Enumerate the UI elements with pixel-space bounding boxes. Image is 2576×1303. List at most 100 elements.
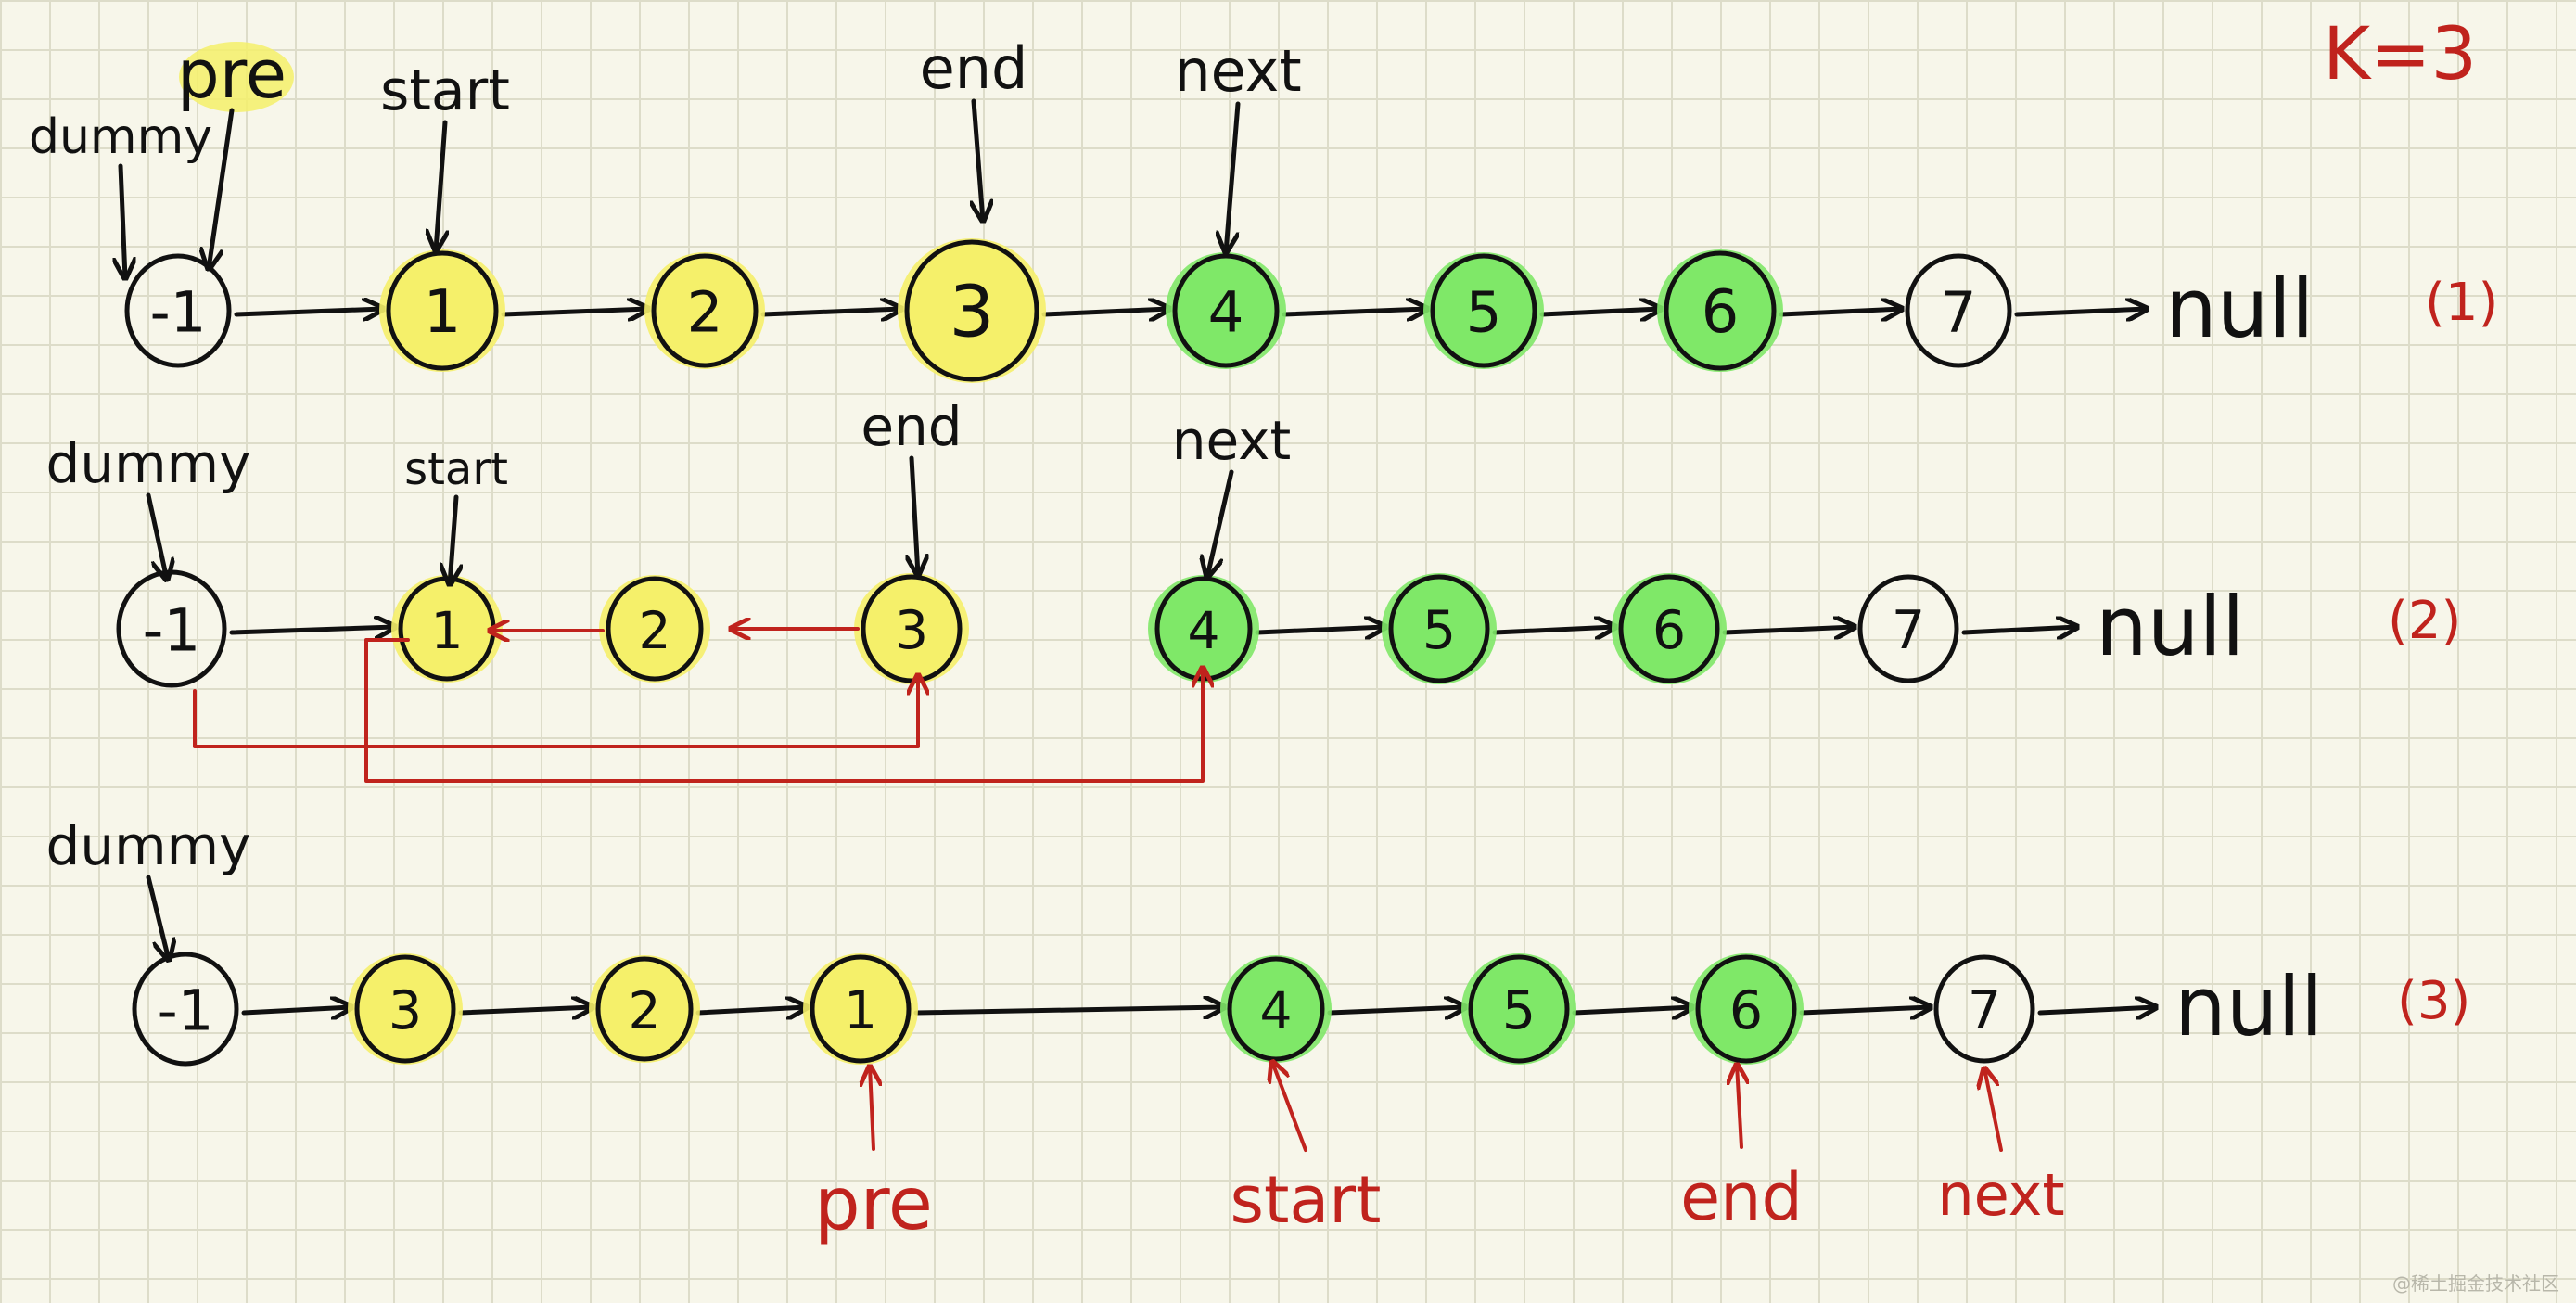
node-value: 6 xyxy=(1729,980,1763,1041)
node-value: 4 xyxy=(1188,601,1220,660)
link-edge xyxy=(2037,1007,2156,1013)
node-value: 5 xyxy=(1422,600,1456,661)
link-edge xyxy=(241,1007,351,1013)
link-edge xyxy=(2014,309,2147,314)
pointer-arrow-next xyxy=(1226,101,1241,252)
node-value: 1 xyxy=(431,601,464,660)
node-circle xyxy=(132,952,239,1067)
list-node: 2 xyxy=(644,252,765,369)
node-circle xyxy=(1388,574,1490,683)
list-node: 6 xyxy=(1657,249,1783,372)
list-node: 3 xyxy=(898,238,1046,383)
row-tag: (3) xyxy=(2397,971,2470,1031)
pointer-label-dummy: dummy xyxy=(46,432,251,495)
node-value: -1 xyxy=(150,280,207,346)
pointer-arrow-end xyxy=(1737,1065,1741,1149)
pointer-label-next: next xyxy=(1172,409,1292,472)
list-node: 4 xyxy=(1148,575,1259,683)
link-edge xyxy=(1492,627,1615,632)
null-label: null xyxy=(2096,579,2244,674)
node-circle xyxy=(904,239,1039,382)
pointer-arrow-next xyxy=(1984,1068,2003,1152)
node-value: 4 xyxy=(1260,981,1293,1041)
pointer-label-next: next xyxy=(1937,1161,2064,1229)
row-tag: (1) xyxy=(2425,273,2498,333)
node-value: 6 xyxy=(1652,600,1686,661)
pointer-label-end: end xyxy=(920,34,1028,102)
link-edge xyxy=(1327,1007,1465,1013)
pointer-arrow-dummy xyxy=(146,492,167,580)
link-edge xyxy=(1539,309,1661,314)
node-value: 2 xyxy=(639,601,671,660)
k-label: K=3 xyxy=(2323,13,2477,96)
list-node: 6 xyxy=(1612,573,1727,684)
dummy-to-end-link xyxy=(193,675,918,748)
pre-highlight xyxy=(179,42,294,112)
pointer-arrow-start xyxy=(450,494,456,584)
list-node: 1 xyxy=(803,953,918,1065)
list-node: 3 xyxy=(854,573,969,684)
node-circle xyxy=(1857,574,1959,683)
row-tag: (2) xyxy=(2388,591,2461,651)
node-value: 3 xyxy=(389,980,422,1041)
link-edge xyxy=(458,1007,593,1013)
pointer-arrow-end xyxy=(912,455,918,575)
link-edge xyxy=(1282,309,1427,314)
node-circle xyxy=(1905,253,2012,368)
link-edge xyxy=(695,1007,807,1013)
link-edge xyxy=(913,1007,1224,1013)
watermark: @稀土掘金技术社区 xyxy=(2392,1272,2559,1295)
list-node: 7 xyxy=(1857,574,1959,683)
link-edge xyxy=(501,309,648,314)
row-2-relink-lines xyxy=(193,629,1203,783)
pointer-label-start: start xyxy=(404,443,508,495)
list-node: 1 xyxy=(391,575,503,683)
node-value: 3 xyxy=(895,600,928,661)
pointer-arrow-dummy xyxy=(121,163,125,278)
pointer-arrow-end xyxy=(974,98,983,221)
node-value: -1 xyxy=(158,978,214,1044)
node-circle xyxy=(595,956,694,1062)
node-circle xyxy=(354,954,456,1064)
node-circle xyxy=(1664,250,1777,371)
list-node: 6 xyxy=(1689,953,1804,1065)
list-node: 7 xyxy=(1905,253,2012,368)
node-value: 1 xyxy=(844,980,877,1041)
node-value: 5 xyxy=(1502,980,1536,1041)
node-value: 7 xyxy=(1968,980,2001,1041)
pointer-label-end: end xyxy=(861,395,962,458)
link-edge xyxy=(1799,1007,1931,1013)
list-node: 2 xyxy=(599,575,710,683)
node-circle xyxy=(651,253,759,368)
pointer-arrow-dummy xyxy=(146,875,169,960)
link-edge xyxy=(1572,1007,1692,1013)
pointer-arrow-start xyxy=(436,120,445,250)
pointer-arrow-start xyxy=(1272,1062,1307,1152)
list-node: 5 xyxy=(1423,252,1544,369)
node-value: 2 xyxy=(629,981,661,1041)
link-edge xyxy=(1041,309,1169,314)
node-circle xyxy=(810,954,912,1064)
list-node: 3 xyxy=(348,953,463,1065)
list-node: 4 xyxy=(1166,252,1286,369)
pointer-label-start: start xyxy=(380,58,510,123)
link-edge xyxy=(1255,627,1385,632)
pointer-label-dummy: dummy xyxy=(46,814,251,877)
pointer-label-start: start xyxy=(1230,1162,1381,1238)
pointer-label-end: end xyxy=(1680,1159,1803,1235)
link-edge xyxy=(760,309,901,314)
node-value: 3 xyxy=(950,272,995,354)
pointer-arrow-pre xyxy=(870,1067,874,1151)
list-node: 5 xyxy=(1461,953,1576,1065)
link-edge xyxy=(234,309,383,314)
node-value: 7 xyxy=(1941,280,1977,346)
node-circle xyxy=(1933,954,2035,1064)
link-edge xyxy=(1961,627,2077,632)
node-value: -1 xyxy=(143,597,201,665)
pointer-label-next: next xyxy=(1174,37,1301,105)
list-node: -1 xyxy=(116,569,227,688)
link-edge xyxy=(1779,309,1902,314)
node-value: 1 xyxy=(424,278,462,347)
